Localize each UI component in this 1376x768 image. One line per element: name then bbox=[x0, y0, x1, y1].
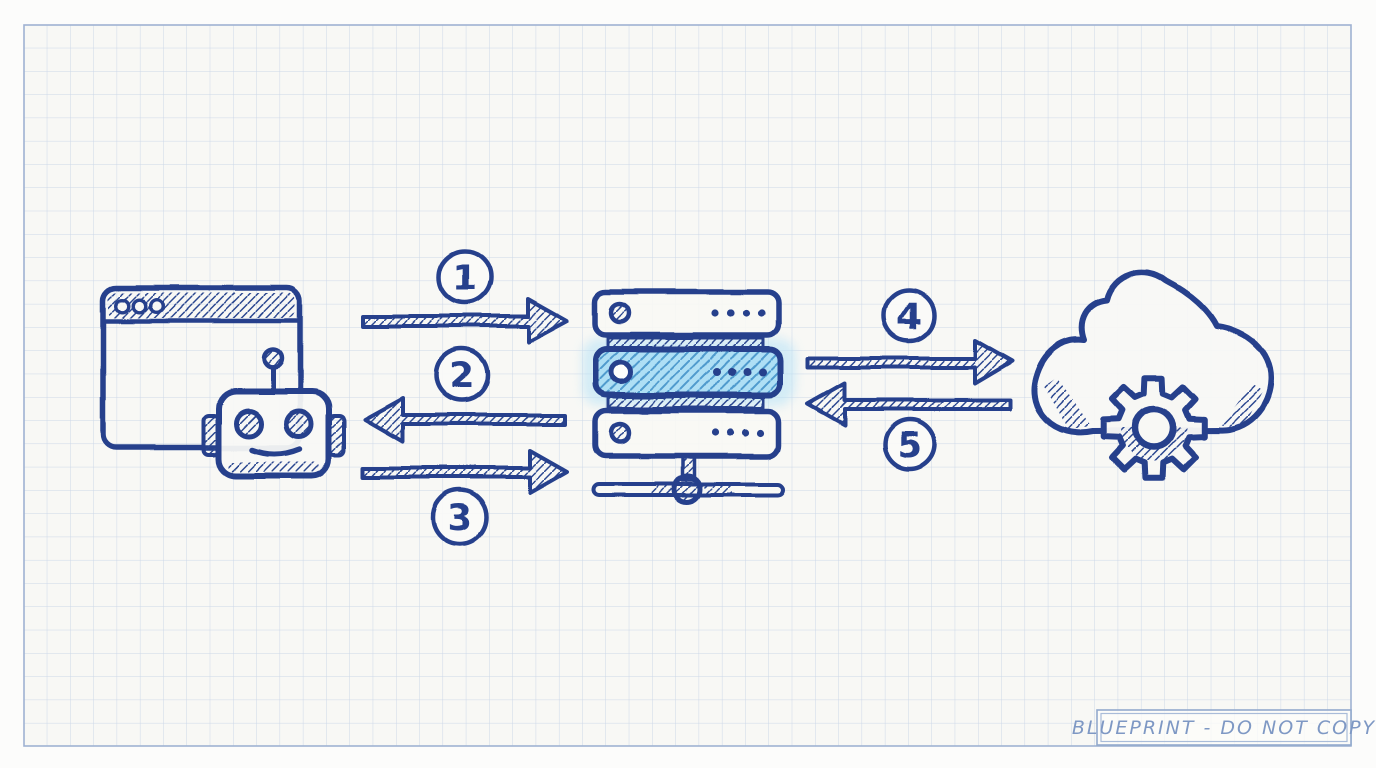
server-node bbox=[582, 289, 796, 505]
flow-5-arrow-left bbox=[806, 381, 1012, 427]
flow-1-arrow-right bbox=[361, 297, 569, 344]
flow-4: 4 bbox=[806, 288, 1014, 385]
flow-5-step-number: 5 bbox=[897, 425, 922, 466]
server-unit-1-led bbox=[608, 301, 632, 325]
server-unit-2-highlighted bbox=[593, 346, 783, 398]
client-node bbox=[100, 285, 346, 479]
cloud-node bbox=[1031, 269, 1275, 482]
flow-2-arrow-left bbox=[363, 396, 567, 443]
server-unit-2-ports bbox=[713, 368, 766, 376]
flow-2-step-number: 2 bbox=[449, 356, 474, 397]
flow-4-step-badge bbox=[881, 288, 937, 344]
watermark: BLUEPRINT - DO NOT COPY bbox=[1072, 709, 1376, 746]
gear-hub-hole bbox=[1131, 405, 1177, 451]
server-hub-node bbox=[671, 473, 703, 505]
browser-frame bbox=[100, 285, 303, 451]
flow-3-step-number: 3 bbox=[447, 498, 472, 539]
robot-mouth bbox=[249, 446, 303, 457]
server-unit-3-ports bbox=[712, 429, 765, 437]
server-stack-icon bbox=[582, 289, 796, 505]
server-unit-1-ports bbox=[712, 309, 765, 317]
robot-chin-hatch bbox=[229, 462, 319, 472]
flow-3: 3 bbox=[361, 449, 569, 547]
grid-border bbox=[23, 24, 1352, 747]
server-unit-1 bbox=[592, 289, 781, 338]
flow-3-arrow-right bbox=[361, 449, 569, 495]
server-unit-2-led bbox=[609, 360, 633, 384]
server-unit-3-led bbox=[608, 421, 632, 445]
sketch-layer: 1 2 3 bbox=[100, 248, 1275, 547]
cloud-outline bbox=[1031, 269, 1275, 436]
watermark-text: BLUEPRINT - DO NOT COPY bbox=[1072, 717, 1376, 739]
flow-4-step-number: 4 bbox=[896, 297, 921, 338]
flow-2-step-badge bbox=[433, 346, 491, 404]
robot-icon bbox=[202, 347, 346, 479]
cloud-gear-icon bbox=[1031, 269, 1275, 482]
flow-5-step-badge bbox=[882, 416, 938, 472]
flow-1: 1 bbox=[361, 248, 569, 344]
cloud-shade-right bbox=[1221, 384, 1263, 428]
flow-1-step-badge bbox=[436, 248, 494, 306]
robot-antenna-tip bbox=[261, 347, 285, 371]
server-band-bottom bbox=[606, 395, 765, 410]
window-control-dot bbox=[113, 298, 130, 315]
window-control-dot bbox=[130, 298, 147, 315]
watermark-box-outer bbox=[1096, 709, 1352, 746]
bus-bar-hatch bbox=[651, 486, 675, 493]
flow-2: 2 bbox=[363, 346, 567, 443]
robot-eye-left bbox=[234, 409, 264, 439]
flow-1-step-number: 1 bbox=[452, 258, 477, 299]
watermark-box-inner bbox=[1100, 712, 1348, 743]
cloud-shade-left bbox=[1044, 377, 1091, 429]
gear-shade bbox=[1121, 428, 1187, 461]
bus-bar-hatch bbox=[704, 486, 732, 493]
flow-4-arrow-right bbox=[806, 338, 1014, 385]
browser-robot-icon bbox=[100, 285, 346, 479]
window-control-dot bbox=[147, 298, 164, 315]
flow-5: 5 bbox=[806, 381, 1012, 472]
robot-eye-right bbox=[284, 409, 314, 439]
flow-3-step-badge bbox=[430, 487, 490, 547]
